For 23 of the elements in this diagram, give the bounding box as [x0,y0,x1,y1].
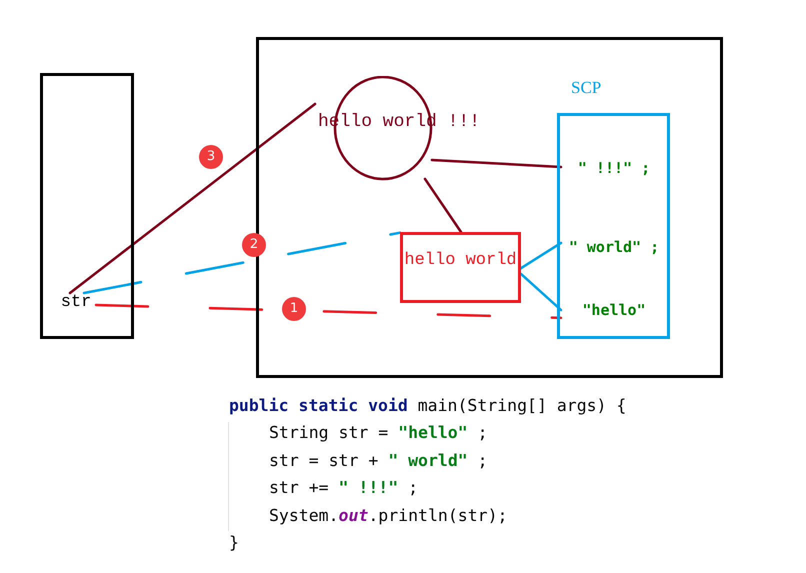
pool-heading: SCP [571,78,602,99]
stack-box [40,73,134,339]
connector-line [68,102,316,294]
step-badge: 1 [282,297,306,321]
connector-line [424,178,462,234]
connector-line [520,272,562,312]
string-literal: "hello" [561,298,667,322]
object-box [400,232,521,303]
code-line: String str = "hello" ; [269,423,488,444]
step-badge: 3 [199,145,223,169]
heap-box [256,37,723,378]
string-literal: " world" ; [561,235,667,259]
variable-name: str [56,293,96,313]
string-literal: " !!!" ; [561,156,667,180]
connector-line [430,158,562,168]
code-line: str += " !!!" ; [269,478,418,500]
code-line: } [229,533,239,554]
code-line: System.out.println(str); [269,506,508,527]
connector-line [520,242,562,270]
object-text: hello world [403,251,518,272]
step-badge: 2 [242,233,266,257]
code-line: public static void main(String[] args) { [229,396,626,417]
code-line: str = str + " world" ; [269,450,488,472]
